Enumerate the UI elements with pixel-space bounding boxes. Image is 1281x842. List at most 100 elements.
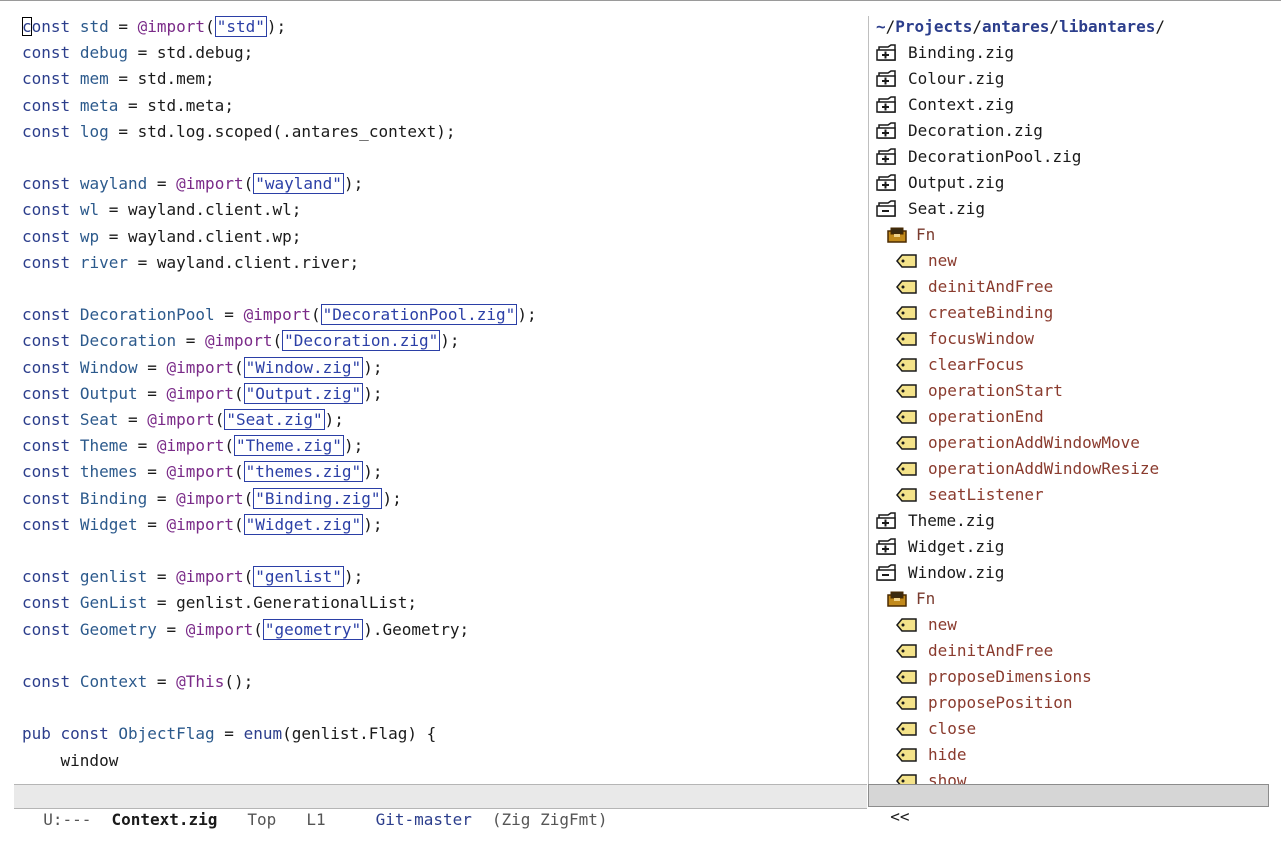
code-paren: ( bbox=[233, 357, 244, 377]
tree-file-item[interactable]: Widget.zig bbox=[876, 534, 1004, 560]
tree-function-item[interactable]: focusWindow bbox=[896, 326, 1034, 352]
code-keyword-pub: pub bbox=[22, 724, 61, 744]
code-line[interactable]: window bbox=[22, 748, 119, 774]
path-projects[interactable]: Projects bbox=[895, 17, 973, 36]
code-line[interactable]: const GenList = genlist.GenerationalList… bbox=[22, 590, 417, 616]
path-antares[interactable]: antares bbox=[981, 17, 1050, 36]
code-keyword: const bbox=[22, 488, 71, 508]
code-punct: ); bbox=[363, 383, 383, 403]
tree-file-label: Seat.zig bbox=[908, 199, 986, 218]
code-operator: = bbox=[147, 672, 177, 691]
folder-expand-icon bbox=[876, 538, 898, 556]
tree-file-item[interactable]: DecorationPool.zig bbox=[876, 144, 1081, 170]
path-home[interactable]: ~ bbox=[876, 17, 886, 36]
code-keyword: const bbox=[60, 724, 109, 744]
tree-file-item[interactable]: Decoration.zig bbox=[876, 118, 1043, 144]
code-line[interactable]: const Theme = @import("Theme.zig"); bbox=[22, 433, 363, 459]
tree-function-item[interactable]: createBinding bbox=[896, 300, 1053, 326]
tree-function-item[interactable]: deinitAndFree bbox=[896, 638, 1053, 664]
folder-expand-icon bbox=[876, 44, 898, 62]
folder-collapse-icon bbox=[876, 564, 898, 582]
tree-function-item[interactable]: operationEnd bbox=[896, 404, 1044, 430]
code-line[interactable]: const Output = @import("Output.zig"); bbox=[22, 381, 382, 407]
code-line[interactable]: const Context = @This(); bbox=[22, 669, 253, 695]
path-libantares[interactable]: libantares bbox=[1059, 17, 1156, 36]
tree-file-item[interactable]: Context.zig bbox=[876, 92, 1014, 118]
code-keyword-enum: enum bbox=[243, 724, 283, 744]
code-line[interactable]: const Window = @import("Window.zig"); bbox=[22, 355, 382, 381]
modeline-major-mode[interactable]: (Zig ZigFmt) bbox=[491, 810, 608, 829]
code-line[interactable]: pub const ObjectFlag = enum(genlist.Flag… bbox=[22, 721, 436, 747]
tree-file-item[interactable]: Colour.zig bbox=[876, 66, 1004, 92]
function-tag-icon bbox=[896, 461, 918, 477]
code-string-literal: "wayland" bbox=[253, 173, 344, 195]
code-builtin: @import bbox=[205, 331, 273, 351]
tree-function-item[interactable]: seatListener bbox=[896, 482, 1044, 508]
code-line[interactable]: const Geometry = @import("geometry").Geo… bbox=[22, 617, 469, 643]
code-keyword: const bbox=[22, 436, 71, 456]
window-divider[interactable] bbox=[868, 16, 869, 792]
code-string-literal: "Widget.zig" bbox=[243, 513, 364, 535]
code-punct: ); bbox=[266, 17, 287, 36]
folder-expand-icon bbox=[876, 512, 898, 530]
code-identifier: wp bbox=[79, 226, 100, 246]
modeline-buffer-name[interactable]: Context.zig bbox=[111, 810, 218, 829]
function-tag-icon bbox=[896, 695, 918, 711]
tree-function-item[interactable]: show bbox=[896, 768, 967, 784]
code-identifier: std bbox=[79, 17, 109, 36]
code-builtin: @import bbox=[176, 567, 244, 587]
folder-expand-icon bbox=[876, 148, 898, 166]
code-punct: ); bbox=[517, 305, 537, 325]
code-identifier: GenList bbox=[79, 593, 148, 613]
code-line[interactable]: const wp = wayland.client.wp; bbox=[22, 224, 301, 250]
tree-file-item[interactable]: Window.zig bbox=[876, 560, 1004, 586]
function-tag-icon bbox=[896, 279, 918, 295]
code-line[interactable]: const wl = wayland.client.wl; bbox=[22, 197, 301, 223]
code-line[interactable]: const debug = std.debug; bbox=[22, 40, 253, 66]
code-line[interactable]: const DecorationPool = @import("Decorati… bbox=[22, 302, 537, 328]
tree-function-item[interactable]: operationAddWindowResize bbox=[896, 456, 1159, 482]
code-identifier: Geometry bbox=[79, 619, 157, 639]
tree-file-item[interactable]: Theme.zig bbox=[876, 508, 995, 534]
tree-file-item[interactable]: Binding.zig bbox=[876, 40, 1014, 66]
modeline-vc-branch[interactable]: Git-master bbox=[375, 810, 472, 829]
code-string-literal: "Output.zig" bbox=[243, 382, 364, 404]
code-line[interactable]: const Decoration = @import("Decoration.z… bbox=[22, 328, 460, 354]
code-line[interactable]: const mem = std.mem; bbox=[22, 66, 215, 92]
tree-function-item[interactable]: new bbox=[896, 248, 957, 274]
tree-function-item[interactable]: hide bbox=[896, 742, 967, 768]
tree-file-item[interactable]: Seat.zig bbox=[876, 196, 985, 222]
code-line[interactable]: const Widget = @import("Widget.zig"); bbox=[22, 512, 382, 538]
code-editor[interactable]: const std = @import("std");const debug =… bbox=[22, 14, 862, 784]
tree-group-item[interactable]: Fn bbox=[886, 222, 935, 248]
code-operator: = bbox=[127, 252, 157, 272]
code-builtin: @This bbox=[176, 672, 225, 691]
code-line[interactable]: const themes = @import("themes.zig"); bbox=[22, 459, 382, 485]
tree-function-item[interactable]: deinitAndFree bbox=[896, 274, 1053, 300]
tree-function-item[interactable]: operationAddWindowMove bbox=[896, 430, 1140, 456]
code-line[interactable]: const meta = std.meta; bbox=[22, 93, 234, 119]
code-line[interactable]: const wayland = @import("wayland"); bbox=[22, 171, 363, 197]
tree-function-item[interactable]: proposePosition bbox=[896, 690, 1073, 716]
tree-function-label: operationEnd bbox=[928, 407, 1044, 426]
code-keyword: const bbox=[22, 17, 71, 36]
tree-function-item[interactable]: operationStart bbox=[896, 378, 1063, 404]
function-tag-icon bbox=[896, 747, 918, 763]
tree-function-item[interactable]: new bbox=[896, 612, 957, 638]
code-line[interactable]: const genlist = @import("genlist"); bbox=[22, 564, 363, 590]
tree-function-label: operationAddWindowMove bbox=[928, 433, 1140, 452]
tree-group-item[interactable]: Fn bbox=[886, 586, 935, 612]
tree-function-item[interactable]: close bbox=[896, 716, 976, 742]
code-line[interactable]: const log = std.log.scoped(.antares_cont… bbox=[22, 119, 456, 145]
code-builtin: @import bbox=[166, 514, 234, 534]
code-line[interactable]: const Seat = @import("Seat.zig"); bbox=[22, 407, 344, 433]
code-line[interactable]: const std = @import("std"); bbox=[22, 14, 286, 40]
code-line[interactable]: const Binding = @import("Binding.zig"); bbox=[22, 486, 402, 512]
tree-function-item[interactable]: proposeDimensions bbox=[896, 664, 1092, 690]
tree-function-item[interactable]: clearFocus bbox=[896, 352, 1024, 378]
code-line[interactable]: const river = wayland.client.river; bbox=[22, 250, 359, 276]
tree-file-item[interactable]: Output.zig bbox=[876, 170, 1004, 196]
code-operator: = bbox=[127, 436, 157, 456]
code-punct: ); bbox=[324, 410, 344, 429]
file-tree-sidebar[interactable]: ~/Projects/antares/libantares/ Binding.z… bbox=[876, 14, 1276, 784]
